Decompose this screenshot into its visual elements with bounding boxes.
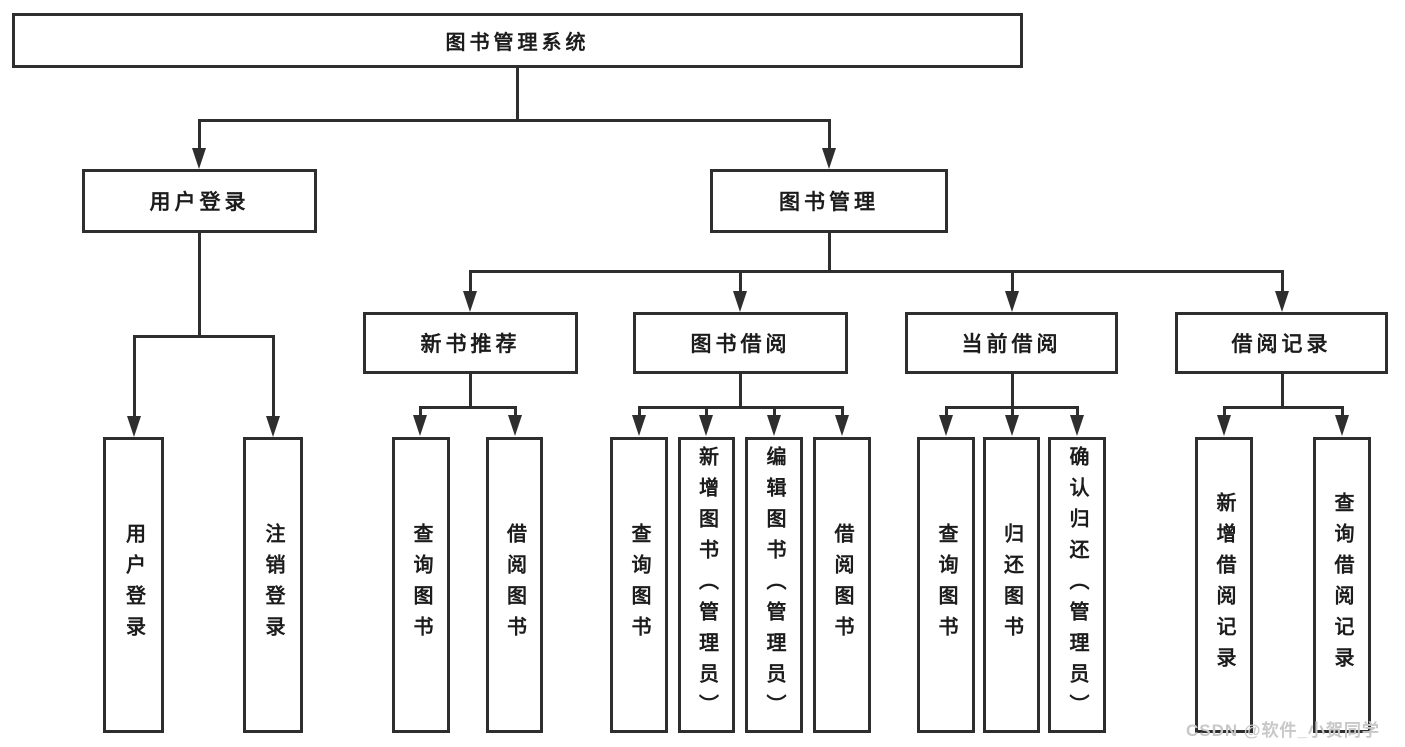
connector-drop-leaf xyxy=(705,406,708,415)
connector-sections-bus xyxy=(469,270,1284,273)
connector-drop-leaf xyxy=(638,406,641,415)
connector-drop-section xyxy=(739,270,742,291)
connector-drop-leaf xyxy=(1076,406,1079,415)
node-label: 图书管理系统 xyxy=(445,32,590,54)
node-label: 注销登录 xyxy=(262,523,284,647)
arrowhead-icon xyxy=(767,415,781,436)
connector-drop-leaf xyxy=(133,335,136,416)
node-label: 查询借阅记录 xyxy=(1331,492,1353,678)
connector-root-stem xyxy=(516,68,519,122)
leaf-edit-books-admin: 编辑图书（管理员） xyxy=(745,437,803,733)
connector-drop-leaf xyxy=(841,406,844,415)
node-label: 图书借阅 xyxy=(690,333,791,356)
leaf-user-login: 用户登录 xyxy=(103,437,164,733)
connector-drop-leaf xyxy=(1011,406,1014,415)
node-label: 图书管理 xyxy=(779,191,879,214)
node-label: 新增借阅记录 xyxy=(1213,492,1235,678)
connector-drop-book-management xyxy=(828,119,831,148)
arrowhead-icon xyxy=(1070,415,1084,436)
arrowhead-icon xyxy=(266,416,280,437)
connector-book-management-stem xyxy=(828,233,831,272)
arrowhead-icon xyxy=(1217,415,1231,436)
connector-drop-user-login xyxy=(198,119,201,148)
node-book-borrowing: 图书借阅 xyxy=(633,312,848,374)
arrowhead-icon xyxy=(413,415,427,436)
connector-section-bus xyxy=(1223,406,1344,409)
leaf-query-books-recommend: 查询图书 xyxy=(392,437,450,733)
node-label: 借阅记录 xyxy=(1231,333,1332,356)
node-label: 查询图书 xyxy=(628,523,650,647)
connector-section-stem xyxy=(1011,374,1014,408)
node-label: 用户登录 xyxy=(122,523,145,647)
node-label: 确认归还（管理员） xyxy=(1066,445,1088,725)
node-label: 查询图书 xyxy=(935,523,957,647)
connector-drop-leaf xyxy=(1341,406,1344,415)
connector-drop-section xyxy=(469,270,472,291)
node-user-login: 用户登录 xyxy=(82,169,317,233)
arrowhead-icon xyxy=(1335,415,1349,436)
leaf-add-books-admin: 新增图书（管理员） xyxy=(678,437,735,733)
connector-user-login-bus xyxy=(133,335,275,338)
arrowhead-icon xyxy=(1275,291,1289,312)
node-label: 新增图书（管理员） xyxy=(695,445,718,725)
arrowhead-icon xyxy=(508,415,522,436)
leaf-query-books-borrowing: 查询图书 xyxy=(610,437,668,733)
connector-drop-leaf xyxy=(1223,406,1226,415)
node-new-book-recommendation: 新书推荐 xyxy=(363,312,578,374)
arrowhead-icon xyxy=(192,148,206,169)
node-current-borrowing: 当前借阅 xyxy=(905,312,1118,374)
connector-drop-section xyxy=(1281,270,1284,291)
connector-section-stem xyxy=(469,374,472,408)
arrowhead-icon xyxy=(939,415,953,436)
arrowhead-icon xyxy=(699,415,713,436)
node-library-management-system: 图书管理系统 xyxy=(12,13,1023,68)
connector-drop-section xyxy=(1011,270,1014,291)
arrowhead-icon xyxy=(127,416,141,437)
arrowhead-icon xyxy=(463,291,477,312)
node-label: 编辑图书（管理员） xyxy=(763,445,785,725)
leaf-borrow-books: 借阅图书 xyxy=(813,437,871,733)
connector-root-bus xyxy=(198,119,830,122)
connector-drop-leaf xyxy=(419,406,422,415)
connector-drop-leaf xyxy=(773,406,776,415)
arrowhead-icon xyxy=(1005,291,1019,312)
node-borrowing-records: 借阅记录 xyxy=(1175,312,1388,374)
node-book-management: 图书管理 xyxy=(710,169,948,233)
connector-drop-leaf xyxy=(514,406,517,415)
leaf-borrow-books-recommend: 借阅图书 xyxy=(486,437,543,733)
node-label: 用户登录 xyxy=(149,191,250,214)
connector-section-bus xyxy=(638,406,844,409)
csdn-watermark: CSDN @软件_小贺同学 xyxy=(1186,721,1380,740)
leaf-confirm-return-admin: 确认归还（管理员） xyxy=(1048,437,1106,733)
leaf-query-borrow-record: 查询借阅记录 xyxy=(1313,437,1371,733)
leaf-add-borrow-record: 新增借阅记录 xyxy=(1195,437,1253,733)
node-label: 借阅图书 xyxy=(831,523,853,647)
arrowhead-icon xyxy=(822,148,836,169)
connector-user-login-stem xyxy=(198,233,201,337)
arrowhead-icon xyxy=(632,415,646,436)
arrowhead-icon xyxy=(1005,415,1019,436)
node-label: 新书推荐 xyxy=(420,333,521,356)
arrowhead-icon xyxy=(835,415,849,436)
node-label: 借阅图书 xyxy=(503,523,526,647)
node-label: 当前借阅 xyxy=(961,333,1062,356)
node-label: 查询图书 xyxy=(410,523,432,647)
node-label: 归还图书 xyxy=(1000,523,1023,647)
leaf-logout: 注销登录 xyxy=(243,437,303,733)
arrowhead-icon xyxy=(733,291,747,312)
connector-drop-leaf xyxy=(945,406,948,415)
connector-drop-leaf xyxy=(272,335,275,416)
connector-section-stem xyxy=(739,374,742,408)
leaf-return-books: 归还图书 xyxy=(983,437,1040,733)
connector-section-bus xyxy=(419,406,517,409)
connector-section-stem xyxy=(1281,374,1284,408)
leaf-query-books-current: 查询图书 xyxy=(917,437,975,733)
